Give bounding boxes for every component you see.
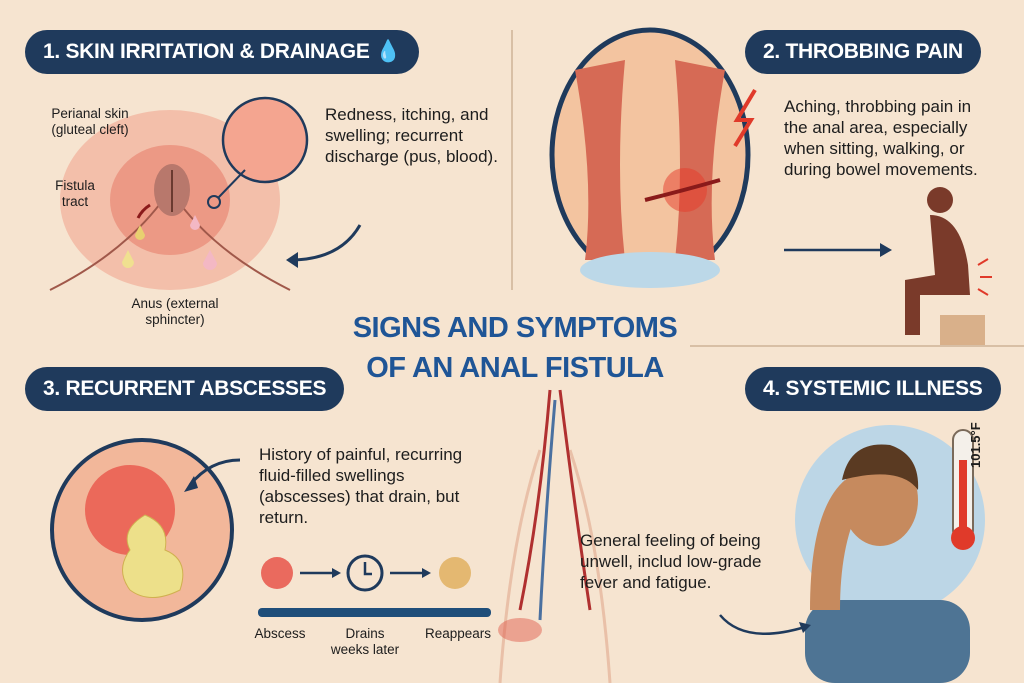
arrow-right-icon xyxy=(784,243,892,257)
arrow-curved-icon xyxy=(719,614,811,635)
skin-irritation-illustration xyxy=(49,96,362,291)
section3-description: History of painful, recurring fluid-fill… xyxy=(259,445,463,527)
timeline-step-drains: Drains weeks later xyxy=(330,626,400,657)
section4-banner: 4. SYSTEMIC ILLNESS xyxy=(745,367,1001,411)
title-line1: SIGNS AND SYMPTOMS xyxy=(352,312,678,344)
label-anus: Anus (external sphincter) xyxy=(131,296,219,327)
timeline-step-reappears: Reappears xyxy=(424,626,492,641)
pelvis-illustration xyxy=(498,389,612,683)
timeline-graphic xyxy=(258,554,491,617)
divider-horizontal xyxy=(690,345,1024,347)
section4-description: General feeling of being unwell, includ … xyxy=(580,531,762,592)
section1-title: 1. SKIN IRRITATION & DRAINAGE xyxy=(43,40,370,63)
abscess-illustration xyxy=(50,438,241,622)
section1-description: Redness, itching, and swelling; recurren… xyxy=(325,105,498,166)
thermometer-reading: 101.5°F xyxy=(968,422,983,468)
section3-banner: 3. RECURRENT ABSCESSES xyxy=(25,367,345,411)
title-line2: OF AN ANAL FISTULA xyxy=(366,352,664,384)
label-fistula-tract: Fistula tract xyxy=(55,178,95,209)
section2-description: Aching, throbbing pain in the anal area,… xyxy=(784,97,978,179)
anal-canal-illustration xyxy=(549,27,757,288)
timeline-step-abscess: Abscess xyxy=(254,626,306,641)
page-title: SIGNS AND SYMPTOMS OF AN ANAL FISTULA xyxy=(330,308,700,388)
label-perianal-skin: Perianal skin (gluteal cleft) xyxy=(51,106,129,137)
section1-banner: 1. SKIN IRRITATION & DRAINAGE 💧 xyxy=(25,30,419,74)
divider-vertical xyxy=(511,30,513,290)
lightning-icon xyxy=(733,88,757,148)
seated-person-pain-icon xyxy=(905,187,992,345)
sick-person-illustration xyxy=(795,425,985,683)
droplets-icon: 💧 xyxy=(375,40,401,63)
section2-banner: 2. THROBBING PAIN xyxy=(745,30,981,74)
